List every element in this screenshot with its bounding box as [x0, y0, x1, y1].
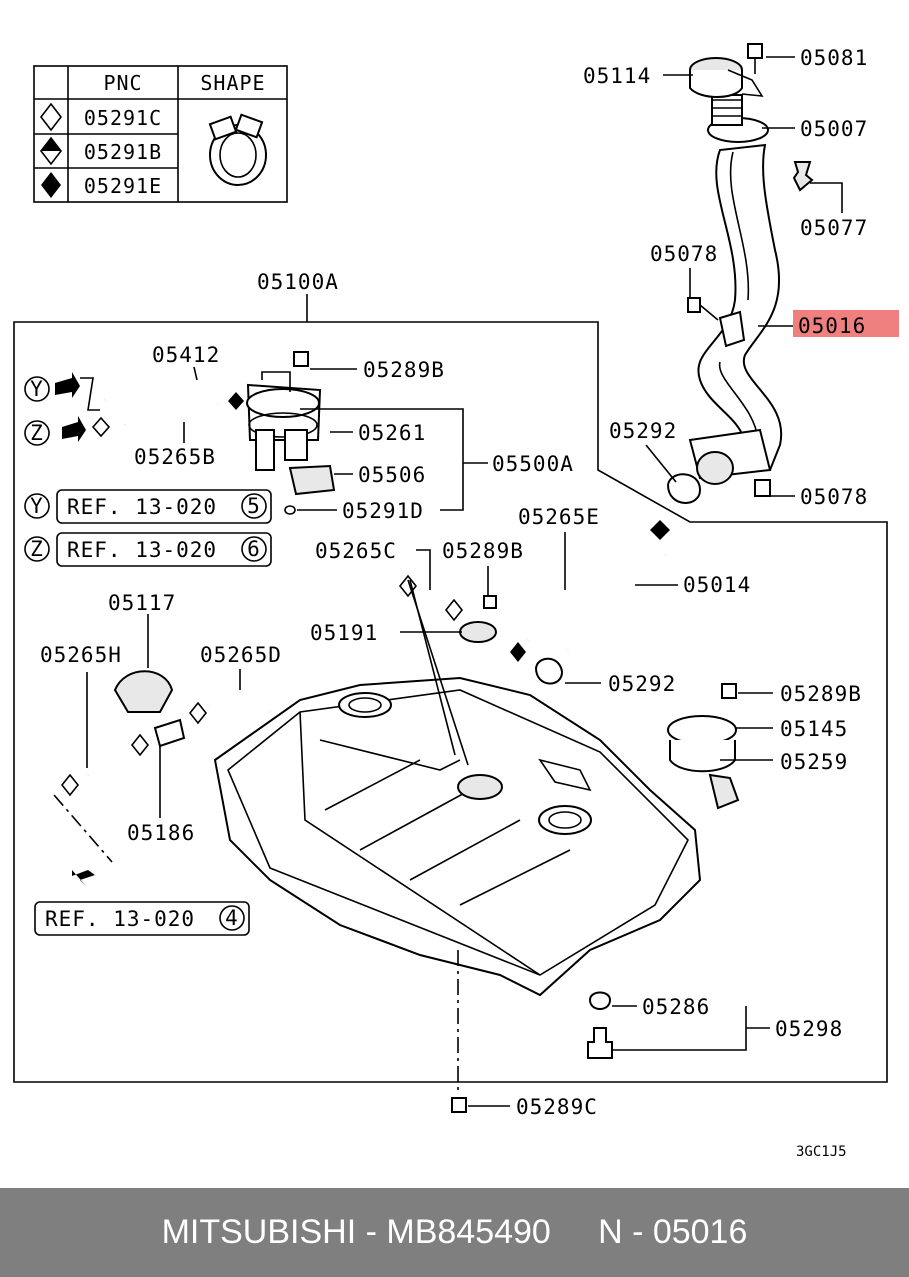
- hose-05265H: [60, 733, 150, 797]
- hose-clamp-icon: [208, 113, 267, 186]
- label-05077: 05077: [800, 216, 868, 240]
- label-05186: 05186: [127, 821, 195, 845]
- label-05289B-c: 05289B: [780, 682, 862, 706]
- hose-05014: [510, 520, 670, 662]
- bolt-05298: [587, 1027, 613, 1059]
- bolt-05078-lower: [754, 479, 771, 497]
- label-05506: 05506: [358, 463, 426, 487]
- nut-05289C: [451, 1097, 467, 1113]
- svg-text:Y: Y: [30, 377, 44, 401]
- label-05292-upper: 05292: [609, 419, 677, 443]
- svg-text:Y: Y: [30, 494, 44, 518]
- arrow-down-left-icon: [72, 870, 95, 886]
- ref-box-4: REF. 13-020 4: [34, 901, 250, 936]
- arrow-left-icon: [62, 416, 86, 442]
- label-05412: 05412: [152, 343, 220, 367]
- label-05007: 05007: [800, 117, 868, 141]
- label-05081: 05081: [800, 46, 868, 70]
- seal-05291D: [284, 505, 296, 515]
- leader-lines: [86, 56, 843, 1107]
- filled-diamond-icon: [41, 172, 61, 198]
- legend-header-pnc: PNC: [103, 71, 142, 95]
- pump-filter-05506: [288, 464, 336, 496]
- nut-05289B: [293, 351, 309, 367]
- washer-05286: [588, 991, 612, 1010]
- label-05292-lower: 05292: [608, 672, 676, 696]
- label-05078-upper: 05078: [650, 242, 718, 266]
- valve-05186: [153, 718, 186, 748]
- filter-05117: [113, 670, 174, 713]
- assembly-boundary: [13, 321, 888, 1083]
- svg-text:REF. 13-020: REF. 13-020: [67, 495, 217, 519]
- label-05265B: 05265B: [134, 445, 216, 469]
- marker-z: Z: [24, 416, 86, 446]
- svg-text:4: 4: [225, 906, 239, 930]
- fuel-tank: [213, 676, 702, 997]
- label-05014: 05014: [683, 573, 751, 597]
- svg-text:REF. 13-020: REF. 13-020: [67, 538, 217, 562]
- label-05289C: 05289C: [516, 1095, 598, 1119]
- bracket-05016: [718, 310, 746, 348]
- diagram-code: 3GC1J5: [796, 1144, 847, 1160]
- hose-05265C: [398, 574, 464, 622]
- clip-05077: [792, 161, 814, 192]
- label-05291D: 05291D: [342, 499, 424, 523]
- svg-text:REF. 13-020: REF. 13-020: [45, 907, 195, 931]
- label-05265H: 05265H: [40, 643, 122, 667]
- cap-strap: [727, 69, 764, 97]
- bolt-05078-upper: [687, 297, 701, 313]
- label-05261: 05261: [358, 421, 426, 445]
- ref-box-y: Y REF. 13-020 5: [24, 489, 272, 524]
- legend-row-2: 05291B: [84, 140, 162, 164]
- nut-05289B-b: [483, 595, 497, 609]
- label-05298: 05298: [775, 1017, 843, 1041]
- ref-box-z: Z REF. 13-020 6: [24, 532, 272, 567]
- parts-diagram: PNC SHAPE 05291C 05291B 05291E: [13, 43, 899, 1160]
- fuel-pump-module: [91, 351, 336, 515]
- footer-banner: MITSUBISHI - MB845490 N - 05016: [0, 1188, 909, 1277]
- arrow-left-icon: [55, 372, 80, 398]
- open-diamond-icon: [39, 102, 63, 132]
- legend-row-3: 05291E: [84, 174, 162, 198]
- svg-text:5: 5: [247, 494, 261, 518]
- nut-05289B-c: [721, 683, 737, 699]
- label-05145: 05145: [780, 717, 848, 741]
- label-05286: 05286: [642, 995, 710, 1019]
- legend-row-1: 05291C: [84, 106, 162, 130]
- marker-y: Y: [24, 372, 80, 402]
- sender-05191: [459, 621, 497, 643]
- highlight-05016: [793, 310, 899, 337]
- screw-05081: [747, 43, 763, 59]
- label-05265E: 05265E: [518, 505, 600, 529]
- label-05289B-a: 05289B: [363, 358, 445, 382]
- label-05078-lower: 05078: [800, 485, 868, 509]
- label-05117: 05117: [108, 591, 176, 615]
- svg-text:6: 6: [247, 537, 261, 561]
- label-05500A: 05500A: [492, 452, 574, 476]
- legend-table: PNC SHAPE 05291C 05291B 05291E: [33, 65, 288, 203]
- label-05016: 05016: [798, 314, 866, 338]
- label-05289B-b: 05289B: [442, 539, 524, 563]
- label-05265D: 05265D: [200, 643, 282, 667]
- label-05259: 05259: [780, 750, 848, 774]
- label-05114: 05114: [583, 64, 651, 88]
- legend-header-shape: SHAPE: [200, 71, 265, 95]
- label-05100A: 05100A: [257, 270, 339, 294]
- label-05191: 05191: [310, 621, 378, 645]
- clamp-05292-lower: [534, 657, 564, 685]
- filler-neck: [666, 43, 814, 504]
- svg-text:Z: Z: [30, 421, 44, 445]
- svg-text:Z: Z: [30, 537, 44, 561]
- gauge-unit-05145: [667, 715, 740, 810]
- label-05265C: 05265C: [315, 539, 397, 563]
